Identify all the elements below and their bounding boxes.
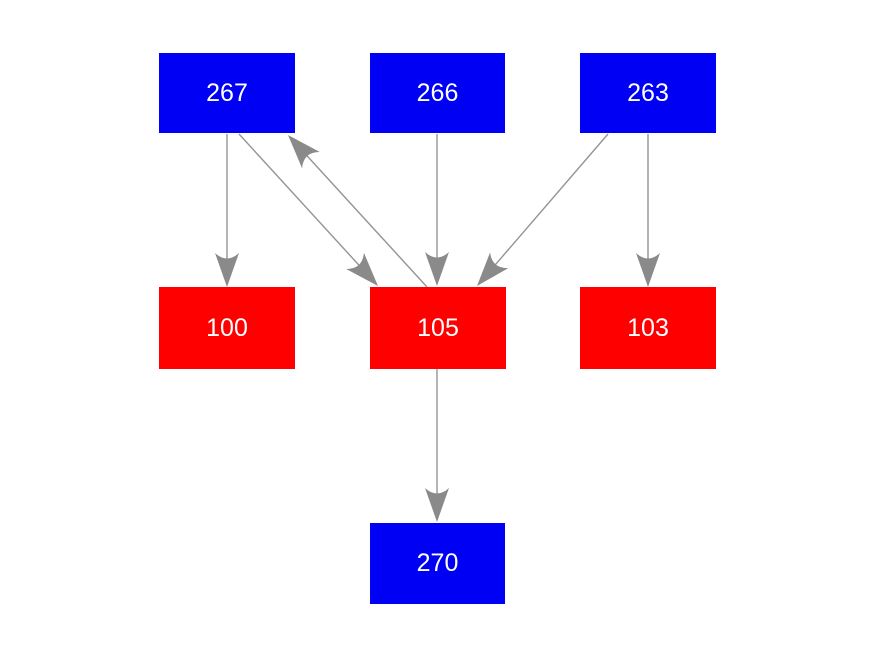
edge-105-270 — [425, 369, 449, 522]
arrowhead — [477, 252, 509, 286]
node-label: 267 — [206, 78, 248, 107]
node-label: 270 — [416, 549, 459, 577]
node-270[interactable]: 270 — [370, 523, 505, 604]
arrowhead — [346, 252, 378, 286]
arrowhead — [215, 253, 239, 287]
arrowhead — [425, 488, 449, 522]
edge-105-267 — [288, 135, 428, 288]
edge-263-103 — [636, 134, 660, 287]
node-266[interactable]: 266 — [370, 53, 505, 133]
node-100[interactable]: 100 — [159, 287, 295, 369]
node-103[interactable]: 103 — [580, 287, 716, 369]
arrowhead — [288, 135, 320, 169]
node-label: 266 — [416, 78, 459, 107]
node-label: 263 — [627, 78, 669, 107]
edge-line — [491, 133, 609, 270]
edge-267-105 — [238, 133, 378, 286]
node-105[interactable]: 105 — [370, 287, 506, 369]
node-267[interactable]: 267 — [159, 53, 295, 133]
arrowhead — [425, 252, 449, 286]
node-label: 103 — [627, 313, 669, 342]
edge-line — [303, 151, 428, 288]
arrowhead — [636, 253, 660, 287]
node-263[interactable]: 263 — [580, 53, 716, 133]
edge-263-105 — [477, 133, 609, 286]
node-label: 100 — [206, 313, 248, 342]
edge-267-100 — [215, 134, 239, 287]
edge-line — [238, 133, 363, 270]
edge-266-105 — [425, 134, 449, 286]
node-label: 105 — [417, 313, 459, 342]
